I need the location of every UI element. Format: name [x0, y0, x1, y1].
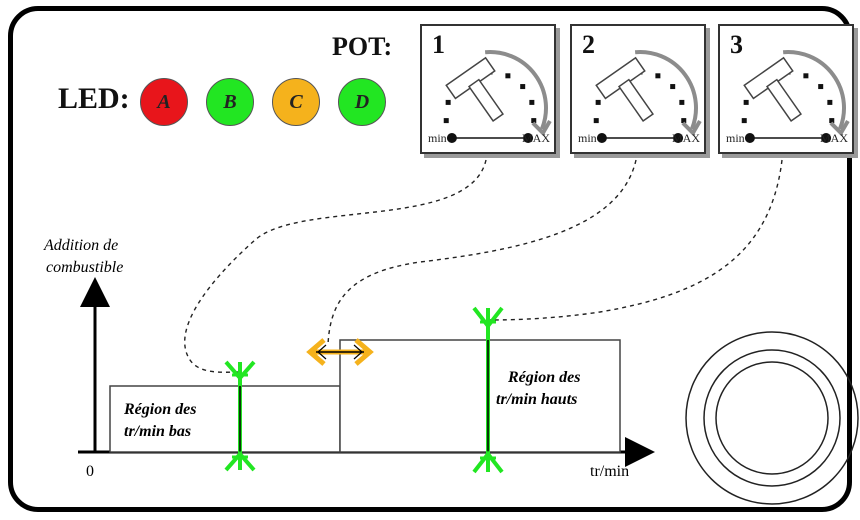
- pot-max-label: MAX: [521, 131, 550, 145]
- pot-min-label: min: [726, 131, 745, 145]
- dial-tick: [445, 99, 451, 105]
- led-label: LED:: [58, 82, 130, 115]
- dial-tick: [827, 99, 833, 105]
- min-dot: [446, 133, 457, 143]
- pot-number: 2: [582, 30, 595, 59]
- led-a: A: [140, 78, 188, 126]
- min-dot: [744, 133, 755, 143]
- pot-label: POT:: [332, 32, 393, 61]
- dial-tick: [593, 118, 599, 124]
- dial-tick: [803, 73, 809, 79]
- led-c: C: [272, 78, 320, 126]
- dial-tick: [670, 84, 676, 90]
- dial-knob-icon: [443, 50, 552, 143]
- pot-max-label: MAX: [819, 131, 848, 145]
- rotation-arrow: [484, 50, 548, 130]
- pot-1[interactable]: 1 min MAX: [420, 24, 556, 154]
- pot-number: 3: [730, 30, 743, 59]
- knob-pointer: [595, 56, 654, 122]
- dial-tick: [829, 118, 835, 124]
- knob-pointer: [743, 56, 802, 122]
- pot-max-label: MAX: [671, 131, 700, 145]
- dial-tick: [818, 84, 824, 90]
- knob-pointer: [445, 56, 504, 122]
- dial-tick: [529, 99, 535, 105]
- pot-number: 1: [432, 30, 445, 59]
- min-dot: [596, 133, 607, 143]
- dial-tick: [443, 118, 449, 124]
- max-dot: [821, 133, 832, 143]
- max-dot: [673, 133, 684, 143]
- pot-3[interactable]: 3 min MAX: [718, 24, 854, 154]
- pot-min-label: min: [578, 131, 597, 145]
- pot-2[interactable]: 2 min MAX: [570, 24, 706, 154]
- dial-knob-icon: [593, 50, 702, 143]
- dial-tick: [520, 84, 526, 90]
- pot-min-label: min: [428, 131, 447, 145]
- dial-tick: [741, 118, 747, 124]
- dial-tick: [681, 118, 687, 124]
- led-d: D: [338, 78, 386, 126]
- dial-tick: [505, 73, 511, 79]
- dial-knob-icon: [741, 50, 850, 143]
- max-dot: [523, 133, 534, 143]
- dial-tick: [595, 99, 601, 105]
- rotation-arrow: [634, 50, 698, 130]
- dial-tick: [655, 73, 661, 79]
- dial-tick: [679, 99, 685, 105]
- dial-tick: [531, 118, 537, 124]
- dial-tick: [743, 99, 749, 105]
- rotation-arrow: [782, 50, 846, 130]
- led-b: B: [206, 78, 254, 126]
